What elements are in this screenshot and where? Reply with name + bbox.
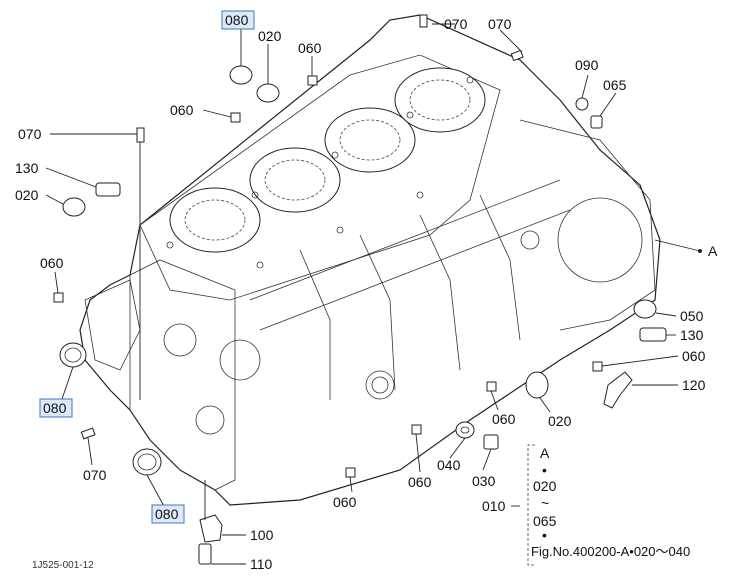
callout-060-low[interactable]: 060 bbox=[408, 474, 432, 490]
callout-130-right[interactable]: 130 bbox=[680, 327, 704, 343]
legend-065: 065 bbox=[533, 513, 557, 529]
callout-070-top1[interactable]: 070 bbox=[444, 16, 468, 32]
plug-060-right bbox=[592, 361, 603, 372]
plug-060-mid bbox=[486, 381, 497, 392]
callout-080-left[interactable]: 080 bbox=[43, 400, 67, 416]
callout-a[interactable]: A bbox=[708, 243, 718, 259]
callout-060-right[interactable]: 060 bbox=[682, 348, 706, 364]
plug-060-low bbox=[411, 424, 422, 435]
plug-050 bbox=[633, 299, 657, 319]
highlight-080-bottom bbox=[151, 504, 185, 524]
plug-020-bottom bbox=[525, 371, 549, 399]
callout-070-left[interactable]: 070 bbox=[18, 126, 42, 142]
seal-080-left bbox=[59, 342, 87, 368]
callout-050[interactable]: 050 bbox=[680, 308, 704, 324]
legend-a: A bbox=[540, 445, 550, 461]
callout-130-left[interactable]: 130 bbox=[15, 160, 39, 176]
legend-020: 020 bbox=[533, 478, 557, 494]
callout-060-left2[interactable]: 060 bbox=[40, 255, 64, 271]
plug-090 bbox=[575, 97, 589, 111]
callout-070-top2[interactable]: 070 bbox=[488, 16, 512, 32]
highlight-080-top bbox=[221, 10, 255, 30]
callout-030[interactable]: 030 bbox=[472, 473, 496, 489]
callout-020-top[interactable]: 020 bbox=[258, 28, 282, 44]
plug-080-top bbox=[229, 65, 253, 85]
pin-070-top1 bbox=[419, 14, 428, 28]
callout-120[interactable]: 120 bbox=[682, 377, 706, 393]
legend-dot-2: • bbox=[542, 527, 547, 543]
plug-065 bbox=[590, 115, 603, 129]
bolt-110 bbox=[198, 543, 212, 565]
cylinder-bore-3 bbox=[324, 107, 416, 173]
plug-060-left1 bbox=[230, 112, 241, 123]
bracket-100 bbox=[199, 514, 223, 543]
callout-080-top[interactable]: 080 bbox=[225, 12, 249, 28]
plug-020-top bbox=[256, 83, 280, 103]
pin-070-bottom bbox=[80, 427, 96, 440]
legend-dot-1: • bbox=[542, 462, 547, 478]
cylinder-bore-4 bbox=[394, 67, 486, 133]
callout-090[interactable]: 090 bbox=[575, 57, 599, 73]
cylinder-bore-1 bbox=[169, 187, 261, 253]
leader-lines bbox=[45, 23, 702, 565]
plug-060-top bbox=[307, 75, 318, 86]
legend-reference: A • 020 ~ 065 • Fig.No.400200-A•020～040 bbox=[527, 444, 690, 566]
callout-020-bottom[interactable]: 020 bbox=[548, 413, 572, 429]
pin-070-top2 bbox=[510, 49, 524, 62]
tube-120 bbox=[603, 371, 633, 409]
callout-020-left[interactable]: 020 bbox=[15, 187, 39, 203]
fitting-130-right bbox=[639, 327, 667, 342]
callout-070-bottom[interactable]: 070 bbox=[83, 467, 107, 483]
callout-040[interactable]: 040 bbox=[437, 457, 461, 473]
loose-parts bbox=[53, 14, 667, 565]
callout-010[interactable]: 010 bbox=[482, 498, 506, 514]
bolt-030 bbox=[483, 434, 499, 450]
pin-070-left bbox=[136, 127, 145, 143]
plug-020-left bbox=[62, 197, 86, 217]
callout-060-bot[interactable]: 060 bbox=[333, 494, 357, 510]
callout-labels: 080 020 060 070 070 060 090 065 070 130 … bbox=[15, 12, 718, 572]
figure-reference[interactable]: Fig.No.400200-A•020～040 bbox=[531, 544, 690, 559]
reference-dot-a bbox=[698, 249, 702, 253]
drawing-code: 1J525-001-12 bbox=[32, 560, 94, 571]
fitting-130-left bbox=[95, 182, 121, 197]
callout-065[interactable]: 065 bbox=[603, 77, 627, 93]
legend-tilde: ~ bbox=[541, 495, 549, 511]
plug-060-left2 bbox=[53, 292, 64, 303]
callout-110[interactable]: 110 bbox=[250, 556, 273, 572]
plug-060-bot bbox=[345, 467, 356, 478]
crankcase-block bbox=[79, 14, 661, 506]
callout-100[interactable]: 100 bbox=[250, 527, 274, 543]
callout-060-top[interactable]: 060 bbox=[298, 40, 322, 56]
highlight-080-left bbox=[39, 398, 73, 418]
seal-080-bottom bbox=[132, 448, 162, 476]
cylinder-bore-2 bbox=[249, 147, 341, 213]
callout-060-left1[interactable]: 060 bbox=[170, 102, 194, 118]
washer-040 bbox=[455, 421, 475, 439]
legend-bracket bbox=[527, 444, 535, 566]
callout-080-bottom[interactable]: 080 bbox=[155, 506, 179, 522]
callout-060-mid[interactable]: 060 bbox=[492, 411, 516, 427]
